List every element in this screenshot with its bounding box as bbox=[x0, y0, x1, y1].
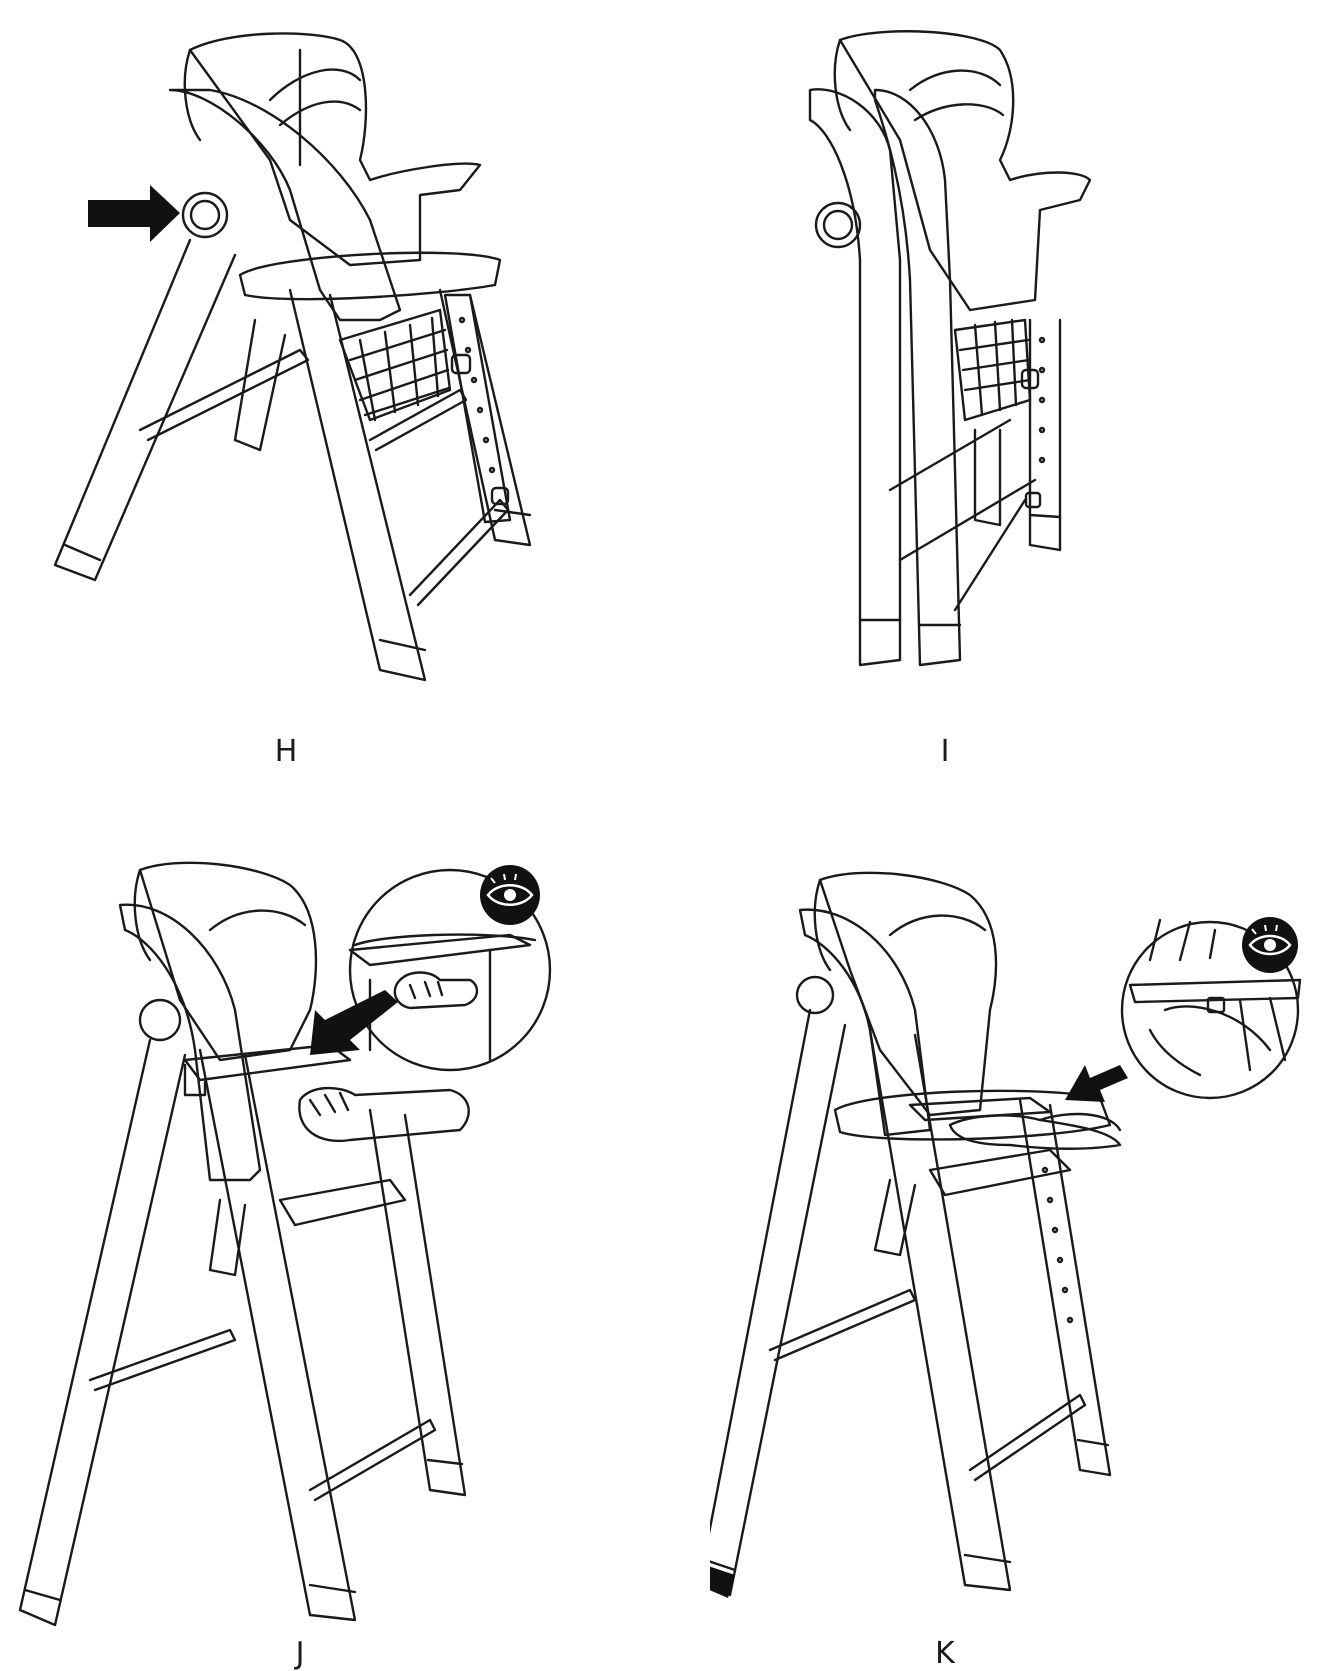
step-h-label: H bbox=[274, 734, 298, 769]
step-i-label: I bbox=[940, 734, 950, 769]
arrow-down-left-icon bbox=[310, 990, 398, 1055]
step-h-illustration bbox=[53, 32, 532, 682]
step-k-panel: K bbox=[710, 850, 1320, 1671]
step-j-illustration bbox=[18, 861, 552, 1627]
arrow-right-icon bbox=[88, 185, 180, 242]
eye-icon bbox=[1242, 917, 1298, 973]
step-j-panel: J bbox=[10, 850, 570, 1671]
arrow-down-left-icon bbox=[1065, 1065, 1128, 1102]
eye-icon bbox=[480, 865, 540, 925]
step-j-label: J bbox=[295, 1636, 305, 1671]
step-k-illustration bbox=[710, 871, 1302, 1598]
step-i-illustration bbox=[808, 30, 1092, 667]
step-h-panel: H bbox=[40, 20, 600, 769]
step-k-label: K bbox=[935, 1636, 955, 1671]
step-i-panel: I bbox=[760, 20, 1320, 769]
